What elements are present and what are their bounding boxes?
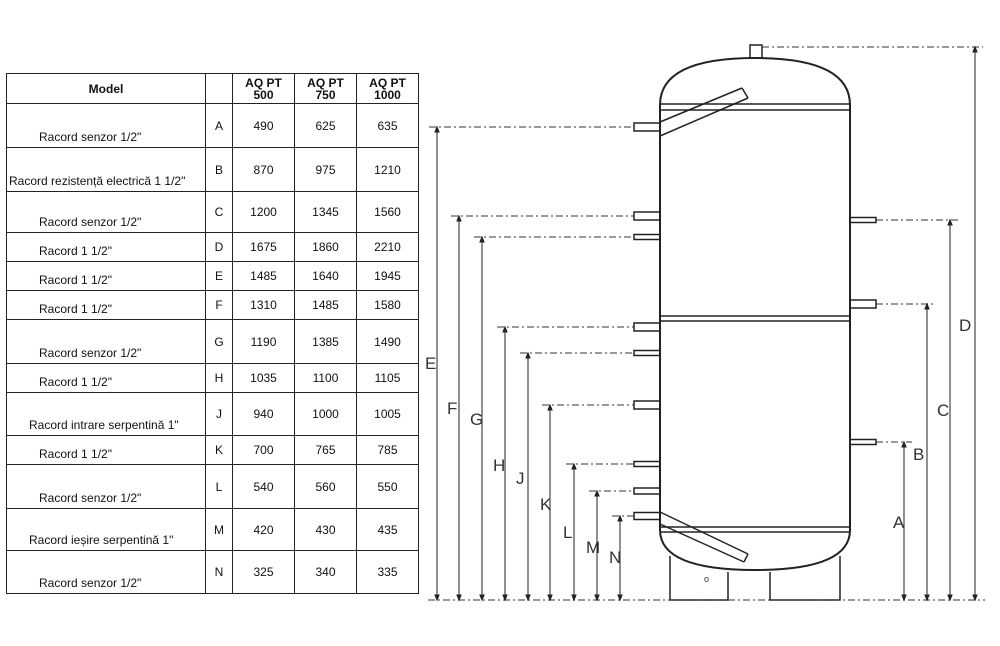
row-value: 1675: [232, 232, 295, 262]
nozzles: [633, 122, 877, 521]
row-code: G: [205, 319, 233, 364]
row-value: 1035: [232, 363, 295, 393]
row-value: 1945: [356, 261, 419, 291]
tank-body: [659, 56, 851, 572]
row-description: Racord 1 1/2": [6, 261, 206, 291]
row-description: Racord rezistență electrică 1 1/2": [6, 147, 206, 192]
row-value: 1210: [356, 147, 419, 192]
row-code: M: [205, 508, 233, 551]
row-description: Racord 1 1/2": [6, 363, 206, 393]
nozzle: [633, 233, 661, 241]
label-G: G: [470, 410, 483, 429]
row-description: Racord senzor 1/2": [6, 550, 206, 594]
nozzle: [633, 211, 661, 221]
label-B: B: [913, 445, 924, 464]
row-description: Racord senzor 1/2": [6, 191, 206, 233]
nozzle: [633, 400, 661, 410]
row-value: 540: [232, 464, 295, 509]
row-value: 1105: [356, 363, 419, 393]
tank-legs: o: [669, 556, 841, 601]
row-value: 1485: [232, 261, 295, 291]
row-description: Racord senzor 1/2": [6, 103, 206, 148]
nozzle: [633, 322, 661, 332]
row-code: L: [205, 464, 233, 509]
row-value: 2210: [356, 232, 419, 262]
row-value: 420: [232, 508, 295, 551]
row-value: 335: [356, 550, 419, 594]
row-value: 550: [356, 464, 419, 509]
row-value: 1385: [294, 319, 357, 364]
nozzle: [633, 349, 661, 357]
label-H: H: [493, 456, 505, 475]
row-value: 1490: [356, 319, 419, 364]
nozzle: [633, 460, 661, 468]
coil-inlet-pipe: [659, 87, 749, 137]
row-value: 975: [294, 147, 357, 192]
label-M: M: [586, 538, 600, 557]
row-value: 765: [294, 435, 357, 465]
svg-text:o: o: [704, 574, 709, 584]
row-description: Racord senzor 1/2": [6, 464, 206, 509]
label-J: J: [516, 469, 525, 488]
nozzle: [849, 438, 877, 446]
label-A: A: [893, 513, 905, 532]
label-K: K: [540, 495, 552, 514]
row-value: 1310: [232, 290, 295, 320]
row-value: 325: [232, 550, 295, 594]
nozzle: [633, 122, 661, 132]
row-value: 1485: [294, 290, 357, 320]
row-value: 1860: [294, 232, 357, 262]
row-description: Racord 1 1/2": [6, 232, 206, 262]
row-value: 1580: [356, 290, 419, 320]
nozzle: [849, 299, 877, 309]
row-value: 940: [232, 392, 295, 436]
label-C: C: [937, 401, 949, 420]
row-description: Racord senzor 1/2": [6, 319, 206, 364]
row-value: 1005: [356, 392, 419, 436]
row-value: 785: [356, 435, 419, 465]
row-value: 435: [356, 508, 419, 551]
nozzle: [633, 487, 661, 495]
row-value: 700: [232, 435, 295, 465]
row-value: 430: [294, 508, 357, 551]
row-code: A: [205, 103, 233, 148]
dimension-labels: A B C D E F G H J K L M N: [425, 316, 971, 567]
label-L: L: [563, 523, 572, 542]
label-N: N: [609, 548, 621, 567]
dimension-lines: [428, 45, 985, 602]
top-nozzle: [749, 44, 763, 59]
row-value: 1560: [356, 191, 419, 233]
label-E: E: [425, 354, 436, 373]
nozzle: [633, 511, 661, 521]
header-model: Model: [6, 73, 206, 104]
row-code: D: [205, 232, 233, 262]
row-value: 1200: [232, 191, 295, 233]
nozzle: [849, 216, 877, 224]
label-F: F: [447, 399, 457, 418]
row-value: 870: [232, 147, 295, 192]
row-description: Racord intrare serpentină 1": [6, 392, 206, 436]
row-code: B: [205, 147, 233, 192]
label-D: D: [959, 316, 971, 335]
row-description: Racord ieșire serpentină 1": [6, 508, 206, 551]
row-value: 635: [356, 103, 419, 148]
coil-outlet-pipe: [659, 511, 749, 563]
